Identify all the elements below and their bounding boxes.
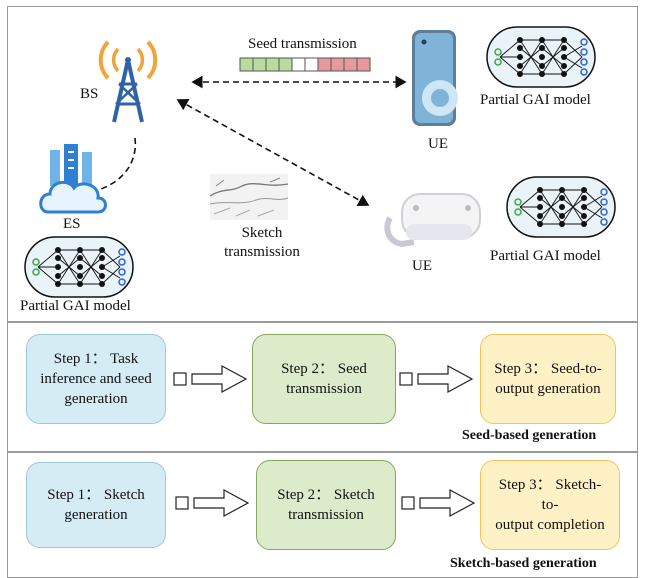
sketch-image-icon: [209, 174, 289, 220]
seed-step3-line2: output generation: [495, 381, 601, 397]
sketch-step3-box: Step 3： Sketch-to- output completion: [480, 460, 620, 550]
sketch-transmission-line1: Sketch: [241, 225, 283, 241]
seed-step1-line2: inference and seed: [40, 371, 152, 387]
seed-step2-line1: Step 2： Seed: [281, 361, 367, 377]
neural-network-icon: [24, 236, 134, 298]
sketch-arrow-2-icon: [401, 488, 476, 518]
es-label: ES: [63, 216, 81, 232]
seed-arrow-1-icon: [173, 364, 248, 394]
sketch-step2-line2: transmission: [288, 507, 364, 523]
vr-headset-icon: [384, 193, 481, 248]
ue2-model-label: Partial GAI model: [490, 248, 601, 264]
seed-step3-box: Step 3： Seed-to- output generation: [480, 334, 616, 424]
phone-icon: [412, 30, 458, 126]
seed-transmission-label: Seed transmission: [248, 36, 357, 52]
sketch-arrow-1-icon: [175, 488, 250, 518]
seed-caption: Seed-based generation: [462, 428, 597, 443]
seed-bits-icon: [239, 57, 371, 72]
bs-label: BS: [80, 86, 99, 102]
tower-icon: [98, 40, 158, 123]
neural-network-icon: [506, 176, 616, 238]
sketch-step1-box: Step 1： Sketch generation: [26, 462, 166, 548]
seed-step3-line1: Step 3： Seed-to-: [494, 361, 602, 377]
ue2-label: UE: [412, 258, 432, 274]
seed-arrow-2-icon: [399, 364, 474, 394]
sketch-step1-line2: generation: [64, 507, 128, 523]
scenario-panel: [7, 6, 638, 322]
sketch-step3-line1: Step 3： Sketch-to-: [498, 477, 602, 513]
es-link: [97, 137, 137, 191]
sketch-step1-line1: Step 1： Sketch: [47, 487, 145, 503]
seed-step1-line3: generation: [64, 391, 128, 407]
sketch-caption: Sketch-based generation: [450, 556, 597, 571]
sketch-transmission-label: Sketch transmission: [212, 224, 312, 262]
sketch-link: [176, 99, 370, 206]
neural-network-icon: [486, 26, 596, 88]
seed-flow-panel: [7, 322, 638, 452]
seed-step2-box: Step 2： Seed transmission: [252, 334, 396, 424]
sketch-step2-box: Step 2： Sketch transmission: [256, 460, 396, 550]
sketch-transmission-line2: transmission: [224, 244, 300, 260]
ue1-model-label: Partial GAI model: [480, 92, 591, 108]
ue1-label: UE: [428, 136, 448, 152]
sketch-step2-line1: Step 2： Sketch: [277, 487, 375, 503]
edge-server-icon: [39, 144, 107, 214]
seed-step1-box: Step 1： Task inference and seed generati…: [26, 334, 166, 424]
seed-step2-line2: transmission: [286, 381, 362, 397]
sketch-step3-line2: output completion: [495, 517, 605, 533]
seed-step1-line1: Step 1： Task: [53, 351, 139, 367]
bs-model-label: Partial GAI model: [20, 298, 131, 314]
